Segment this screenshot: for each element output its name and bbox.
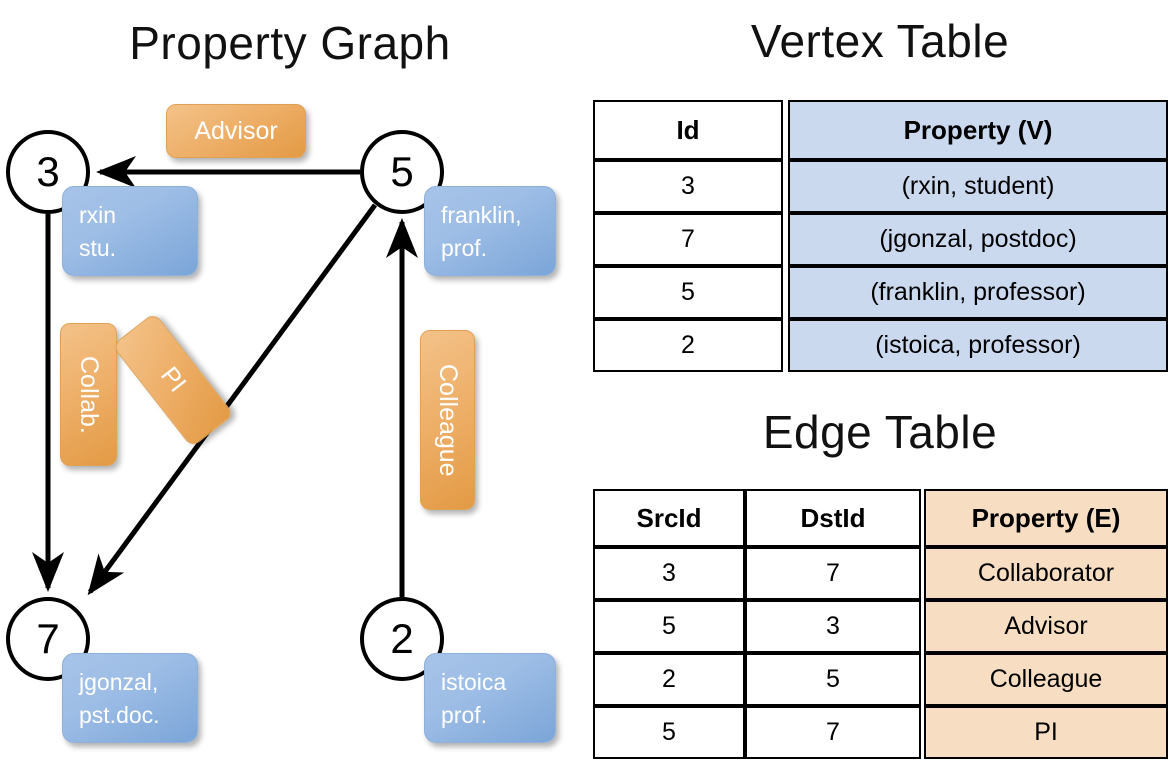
- edge-label-advisor: Advisor: [166, 104, 306, 158]
- page-title-edge-table: Edge Table: [762, 406, 998, 458]
- vertex-property-line1: franklin,: [441, 202, 522, 228]
- edge-label-text: Collab.: [75, 355, 103, 434]
- edge-table-cell-dstid: 3: [745, 600, 921, 653]
- vertex-table-cell-id: 3: [593, 160, 783, 213]
- edge-table-cell-srcid: 3: [593, 547, 745, 600]
- edge-table-cell-dstid: 5: [745, 653, 921, 706]
- vertex-property-callout-3: rxin stu.: [62, 186, 198, 276]
- vertex-property-callout-7: jgonzal, pst.doc.: [62, 653, 198, 743]
- edge-label-text: PI: [155, 361, 192, 398]
- vertex-property-callout-5: franklin, prof.: [424, 186, 556, 276]
- edge-table: SrcId DstId Property (E) 3 7 Collaborato…: [593, 489, 1168, 759]
- vertex-table-cell-property: (franklin, professor): [788, 266, 1168, 319]
- edge-table-cell-srcid: 5: [593, 706, 745, 759]
- vertex-table: Id Property (V) 3 (rxin, student) 7 (jgo…: [593, 100, 1168, 372]
- vertex-node-5[interactable]: 5: [360, 130, 444, 214]
- page-title-vertex-table: Vertex Table: [750, 15, 1010, 67]
- vertex-node-2[interactable]: 2: [360, 597, 444, 681]
- edge-label-colleague: Colleague: [420, 330, 475, 510]
- vertex-table-cell-id: 2: [593, 319, 783, 372]
- edge-table-cell-srcid: 5: [593, 600, 745, 653]
- edge-table-cell-property: PI: [924, 706, 1168, 759]
- graph-edges-svg: [32, 156, 418, 597]
- vertex-property-line2: stu.: [79, 234, 117, 261]
- vertex-property-callout-2: istoica prof.: [424, 653, 556, 743]
- vertex-property-line2: prof.: [441, 234, 488, 261]
- edge-table-header-srcid: SrcId: [593, 489, 745, 547]
- edge-label-collab: Collab.: [60, 323, 117, 466]
- vertex-table-cell-property: (jgonzal, postdoc): [788, 213, 1168, 266]
- page-title-property-graph: Property Graph: [129, 17, 451, 69]
- vertex-property-line1: istoica: [441, 669, 507, 695]
- property-graph-diagram: 3 5 7 2 rxin stu. franklin, prof. jgonza…: [0, 0, 580, 760]
- edge-table-cell-property: Advisor: [924, 600, 1168, 653]
- edge-table-header-dstid: DstId: [745, 489, 921, 547]
- vertex-property-line1: jgonzal,: [79, 669, 159, 695]
- edge-table-cell-dstid: 7: [745, 547, 921, 600]
- edge-label-text: Advisor: [194, 116, 278, 145]
- vertex-property-line1: rxin: [79, 202, 117, 228]
- vertex-table-cell-property: (istoica, professor): [788, 319, 1168, 372]
- edge-table-header-property: Property (E): [924, 489, 1168, 547]
- edge-5-to-7: [87, 203, 378, 596]
- vertex-table-cell-id: 5: [593, 266, 783, 319]
- edge-label-text: Colleague: [434, 363, 462, 477]
- edge-table-cell-property: Colleague: [924, 653, 1168, 706]
- vertex-table-cell-property: (rxin, student): [788, 160, 1168, 213]
- vertex-table-header-property: Property (V): [788, 100, 1168, 160]
- vertex-property-line2: prof.: [441, 701, 488, 728]
- vertex-property-line2: pst.doc.: [79, 701, 160, 728]
- vertex-table-cell-id: 7: [593, 213, 783, 266]
- edge-table-cell-srcid: 2: [593, 653, 745, 706]
- edge-table-cell-dstid: 7: [745, 706, 921, 759]
- vertex-table-header-id: Id: [593, 100, 783, 160]
- edge-table-cell-property: Collaborator: [924, 547, 1168, 600]
